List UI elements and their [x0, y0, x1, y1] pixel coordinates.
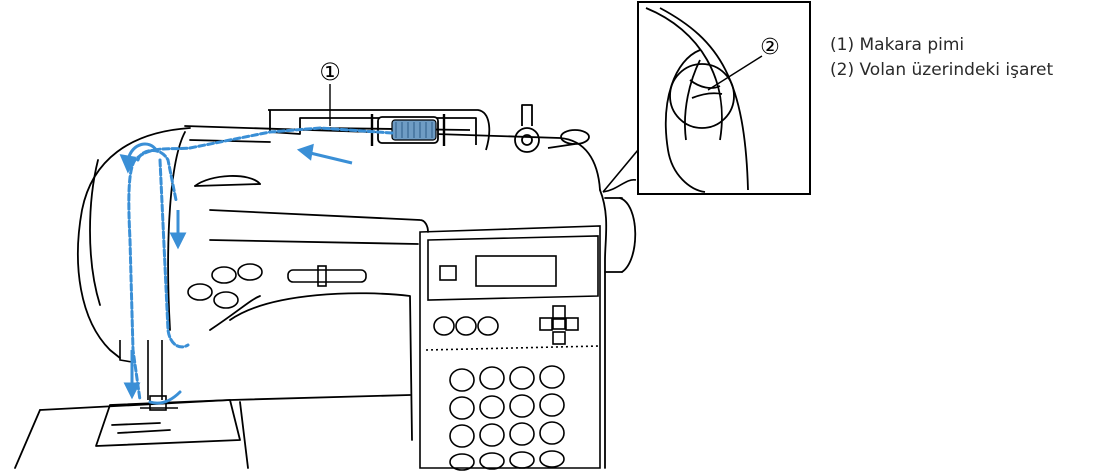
number-keypad	[450, 366, 564, 470]
callout-1: ①	[319, 58, 341, 126]
zoom-connector	[603, 150, 638, 192]
legend-item-flywheel-mark: (2) Volan üzerindeki işaret	[830, 58, 1053, 83]
legend-item-spool-pin: (1) Makara pimi	[830, 33, 1053, 58]
callout-1-label: ①	[319, 58, 341, 86]
legend: (1) Makara pimi (2) Volan üzerindeki işa…	[830, 33, 1053, 83]
callout-2-label: ②	[760, 35, 780, 60]
control-panel	[420, 226, 600, 470]
thread-spool	[392, 120, 436, 140]
flywheel-detail-inset: ②	[638, 2, 810, 194]
